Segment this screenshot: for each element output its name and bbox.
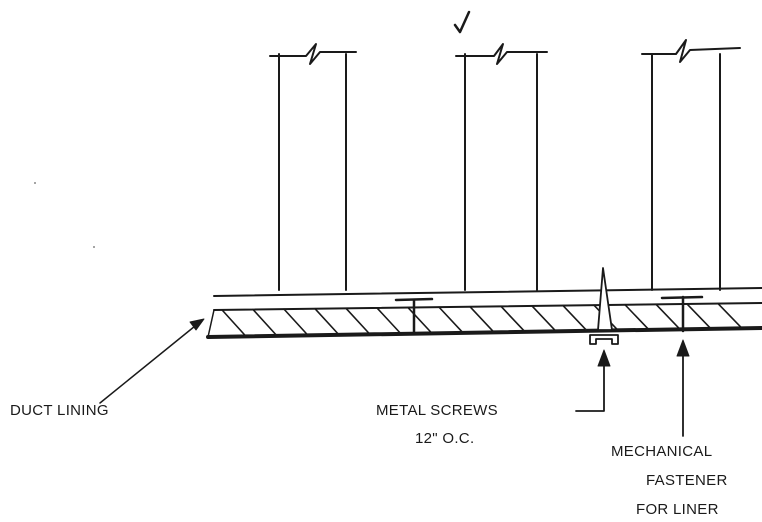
metal-screw [589,267,619,345]
lining-hatch-line [686,303,712,330]
lining-hatch-line [655,303,681,331]
duct-wall-line [213,287,762,297]
speck [34,182,36,184]
lining-hatch-line [283,308,309,337]
lining-hatch-line [221,309,247,338]
lining-hatch-line [500,305,526,333]
stud-1 [269,43,357,291]
lining-hatch-line [376,307,402,335]
checkmark-icon [453,10,471,34]
lining-hatch-line [407,306,433,335]
duct-lining-label: DUCT LINING [10,402,109,419]
mechanical-fastener-right [660,295,704,333]
lining-hatch-line [345,307,371,336]
stud-3 [641,39,741,291]
speck [93,246,95,248]
lining-hatch-line [469,305,495,334]
stud-2 [455,43,548,291]
mechanical-fastener-leader [676,339,690,437]
duct-lining-layer [206,302,762,339]
mechanical-fastener-label-line1: MECHANICAL [611,443,713,460]
lining-hatch-line [624,303,650,331]
lining-hatch-line [562,304,588,332]
lining-hatch-line [314,307,340,336]
duct-lining-leader [99,318,205,404]
metal-screws-spacing-label: 12" O.C. [415,430,475,447]
metal-screws-leader [575,349,611,412]
metal-screws-label: METAL SCREWS [376,402,498,419]
lining-hatch-line [717,302,743,330]
mechanical-fastener-label-line3: FOR LINER [636,501,719,518]
mechanical-fastener-label-line2: FASTENER [646,472,728,489]
mechanical-fastener-left [394,297,434,334]
lining-hatch-line [438,306,464,334]
lining-hatch-line [531,305,557,333]
lining-hatch-line [252,308,278,337]
